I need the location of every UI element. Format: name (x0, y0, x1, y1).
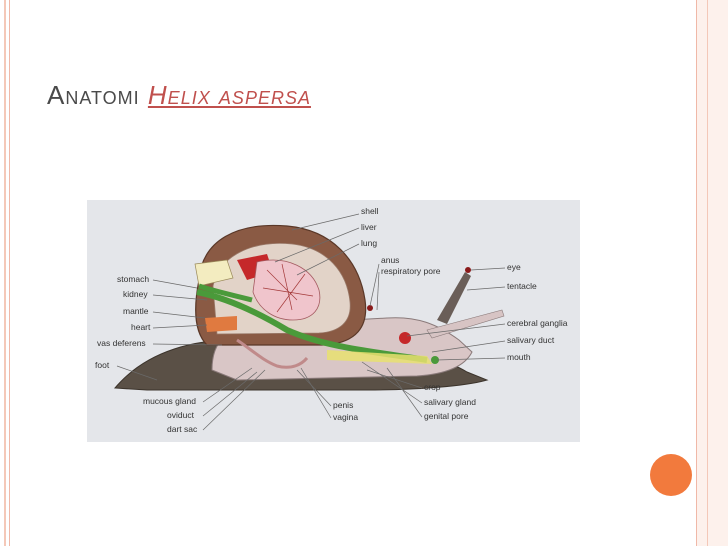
label-eye: eye (507, 262, 521, 272)
label-crop: crop (424, 382, 441, 392)
label-mouth: mouth (507, 352, 531, 362)
label-cerebral-ganglia: cerebral ganglia (507, 318, 568, 328)
reproductive-organs (236, 338, 309, 369)
label-dart-sac: dart sac (167, 424, 198, 434)
label-shell: shell (361, 206, 379, 216)
decorative-orange-circle (650, 454, 692, 496)
left-frame-border (0, 0, 10, 546)
eye-dot (465, 267, 471, 273)
snail-anatomy-diagram: shell liver lung anus respiratory pore e… (87, 200, 580, 442)
label-oviduct: oviduct (167, 410, 195, 420)
mouth-mark (431, 356, 439, 364)
right-frame-border (696, 0, 728, 546)
label-stomach: stomach (117, 274, 149, 284)
crop (327, 350, 432, 364)
label-vagina: vagina (333, 412, 358, 422)
label-genital-pore: genital pore (424, 411, 469, 421)
lower-tentacle (426, 309, 505, 339)
upper-tentacle (437, 272, 471, 324)
title-prefix: Anatomi (47, 80, 148, 110)
label-liver: liver (361, 222, 377, 232)
label-kidney: kidney (123, 289, 148, 299)
stomach (194, 259, 234, 287)
title-species-link[interactable]: Helix aspersa (147, 80, 311, 110)
label-foot: foot (95, 360, 110, 370)
label-mucous-gland: mucous gland (143, 396, 196, 406)
label-respiratory-pore: respiratory pore (381, 266, 441, 276)
lung (252, 259, 321, 321)
label-salivary-duct: salivary duct (507, 335, 555, 345)
label-anus: anus (381, 255, 399, 265)
label-lung: lung (361, 238, 377, 248)
slide-title: Anatomi Helix aspersa (47, 80, 311, 111)
label-vas-deferens: vas deferens (97, 338, 146, 348)
label-tentacle: tentacle (507, 281, 537, 291)
label-mantle: mantle (123, 306, 149, 316)
heart (205, 316, 237, 332)
label-heart: heart (131, 322, 151, 332)
label-penis: penis (333, 400, 353, 410)
label-salivary-gland: salivary gland (424, 397, 476, 407)
cerebral-ganglia-mark (399, 332, 411, 344)
